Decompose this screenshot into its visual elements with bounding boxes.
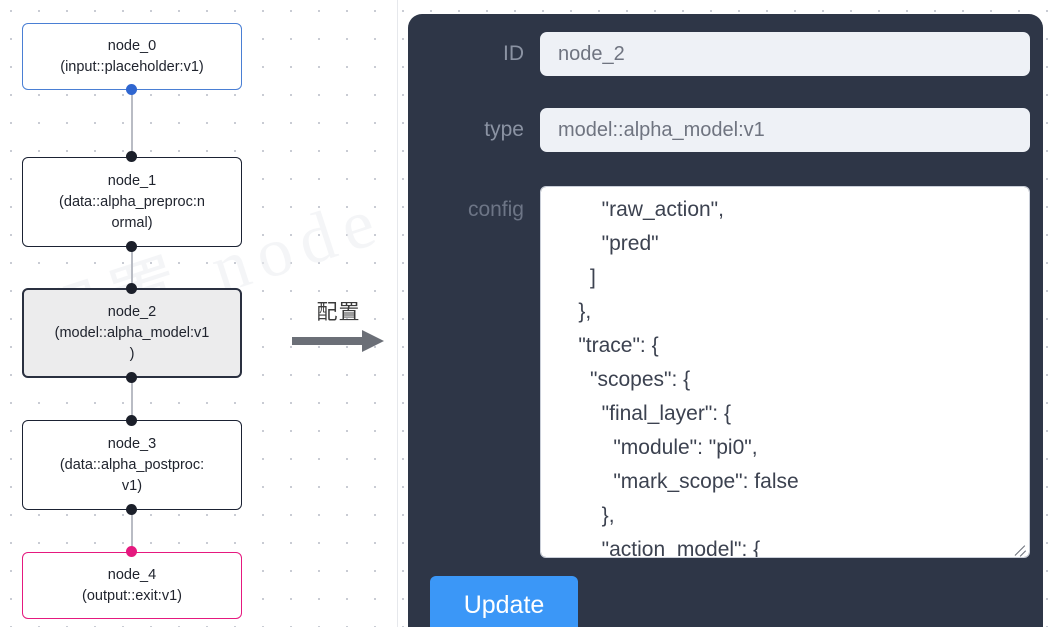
id-field-label: ID bbox=[503, 42, 524, 65]
node-label-line: (data::alpha_postproc: bbox=[59, 456, 205, 473]
edge-node1-node2 bbox=[131, 245, 133, 295]
right-arrow-icon bbox=[292, 330, 395, 352]
node-label-line: ormal) bbox=[111, 214, 153, 231]
port-node_1-out[interactable] bbox=[126, 241, 137, 252]
node-label-line: v1) bbox=[121, 477, 143, 494]
port-node_1-in[interactable] bbox=[126, 151, 137, 162]
port-node_4-in[interactable] bbox=[126, 546, 137, 557]
graph-node-node_1[interactable]: node_1 (data::alpha_preproc:n ormal) bbox=[22, 157, 242, 247]
type-field-label: type bbox=[484, 118, 524, 141]
port-node_0-out[interactable] bbox=[126, 84, 137, 95]
port-node_3-in[interactable] bbox=[126, 415, 137, 426]
flow-arrow-label: 配置 bbox=[316, 300, 361, 324]
type-input[interactable] bbox=[540, 108, 1030, 152]
node-label-line: (input::placeholder:v1) bbox=[60, 58, 204, 75]
edge-node3-node4 bbox=[131, 508, 133, 553]
node-label-line: (model::alpha_model:v1 bbox=[54, 324, 210, 341]
node-label-line: (output::exit:v1) bbox=[82, 587, 182, 604]
node-label-line: node_1 bbox=[107, 172, 157, 189]
graph-node-node_3[interactable]: node_3 (data::alpha_postproc: v1) bbox=[22, 420, 242, 510]
graph-node-node_2[interactable]: node_2 (model::alpha_model:v1 ) bbox=[22, 288, 242, 378]
edge-node2-node3 bbox=[131, 376, 133, 426]
node-config-panel: ID type config "raw_action", "pred" ] },… bbox=[408, 14, 1043, 627]
id-field-row: ID bbox=[422, 32, 1030, 76]
node-label-line: node_2 bbox=[107, 303, 157, 320]
node-label-line: ) bbox=[129, 345, 135, 362]
node-label-line: node_4 bbox=[107, 566, 157, 583]
node-label-line: node_3 bbox=[107, 435, 157, 452]
node-graph-canvas[interactable]: node_0 (input::placeholder:v1) node_1 (d… bbox=[0, 0, 397, 643]
port-node_3-out[interactable] bbox=[126, 504, 137, 515]
id-input[interactable] bbox=[540, 32, 1030, 76]
graph-node-node_0[interactable]: node_0 (input::placeholder:v1) bbox=[22, 23, 242, 90]
node-label-line: (data::alpha_preproc:n bbox=[59, 193, 205, 210]
arrow-head bbox=[362, 330, 384, 352]
node-label-line: node_0 bbox=[107, 37, 157, 54]
arrow-shaft bbox=[292, 337, 364, 345]
update-button[interactable]: Update bbox=[430, 576, 578, 627]
port-node_2-out[interactable] bbox=[126, 372, 137, 383]
port-node_2-in[interactable] bbox=[126, 283, 137, 294]
type-field-row: type bbox=[422, 108, 1030, 152]
config-field-label: config bbox=[467, 198, 524, 221]
edge-node0-node1 bbox=[131, 88, 133, 164]
page-bottom-edge bbox=[0, 627, 1062, 643]
pane-divider bbox=[397, 0, 398, 643]
graph-node-node_4[interactable]: node_4 (output::exit:v1) bbox=[22, 552, 242, 619]
config-textarea-wrap: "raw_action", "pred" ] }, "trace": { "sc… bbox=[540, 186, 1030, 558]
flow-arrow-group: 配置 bbox=[290, 296, 395, 352]
config-textarea[interactable]: "raw_action", "pred" ] }, "trace": { "sc… bbox=[540, 186, 1030, 558]
